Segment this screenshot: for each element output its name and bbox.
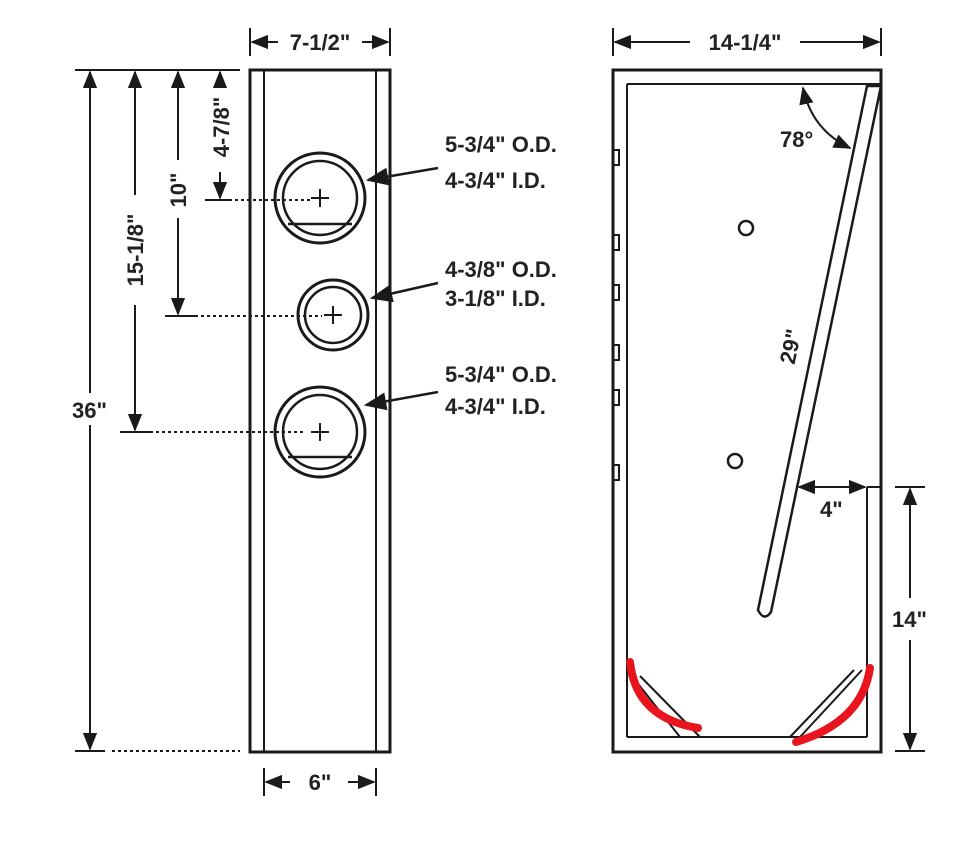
side-panel [611, 68, 883, 754]
height-4-label: 4-7/8" [209, 97, 234, 158]
height-15-label: 15-1/8" [123, 214, 148, 287]
red-markup-right [792, 664, 874, 746]
chamber-height-label: 14" [892, 607, 927, 632]
port-top-od: 5-3/4" O.D. [445, 132, 557, 157]
port-bottom-od: 5-3/4" O.D. [445, 362, 557, 387]
red-markup-left [626, 658, 702, 732]
front-inner-width-label: 6" [309, 770, 332, 795]
front-width-label: 7-1/2" [290, 30, 351, 55]
front-panel [248, 68, 392, 754]
side-view: 14-1/4" 78° 29" 4" 14" [611, 28, 927, 754]
hole-upper [737, 219, 755, 237]
height-10-label: 10" [166, 173, 191, 208]
port-middle-od: 4-3/8" O.D. [445, 257, 557, 282]
height-36-label: 36" [72, 398, 107, 423]
front-view: 7-1/2" 6" 36" 15-1/8" 10" 4-7/8" 5-3/4" … [72, 28, 557, 796]
gap-label: 4" [820, 497, 843, 522]
board-length-label: 29" [775, 327, 807, 366]
port-middle [296, 278, 370, 352]
angle-label: 78° [780, 127, 813, 152]
slanted-board [756, 84, 883, 618]
port-top-id: 4-3/4" I.D. [445, 168, 546, 193]
hole-lower [726, 452, 744, 470]
side-depth-label: 14-1/4" [709, 30, 782, 55]
port-top [273, 151, 367, 245]
angle-arc [799, 86, 852, 149]
port-middle-id: 3-1/8" I.D. [445, 286, 546, 311]
port-bottom-id: 4-3/4" I.D. [445, 394, 546, 419]
